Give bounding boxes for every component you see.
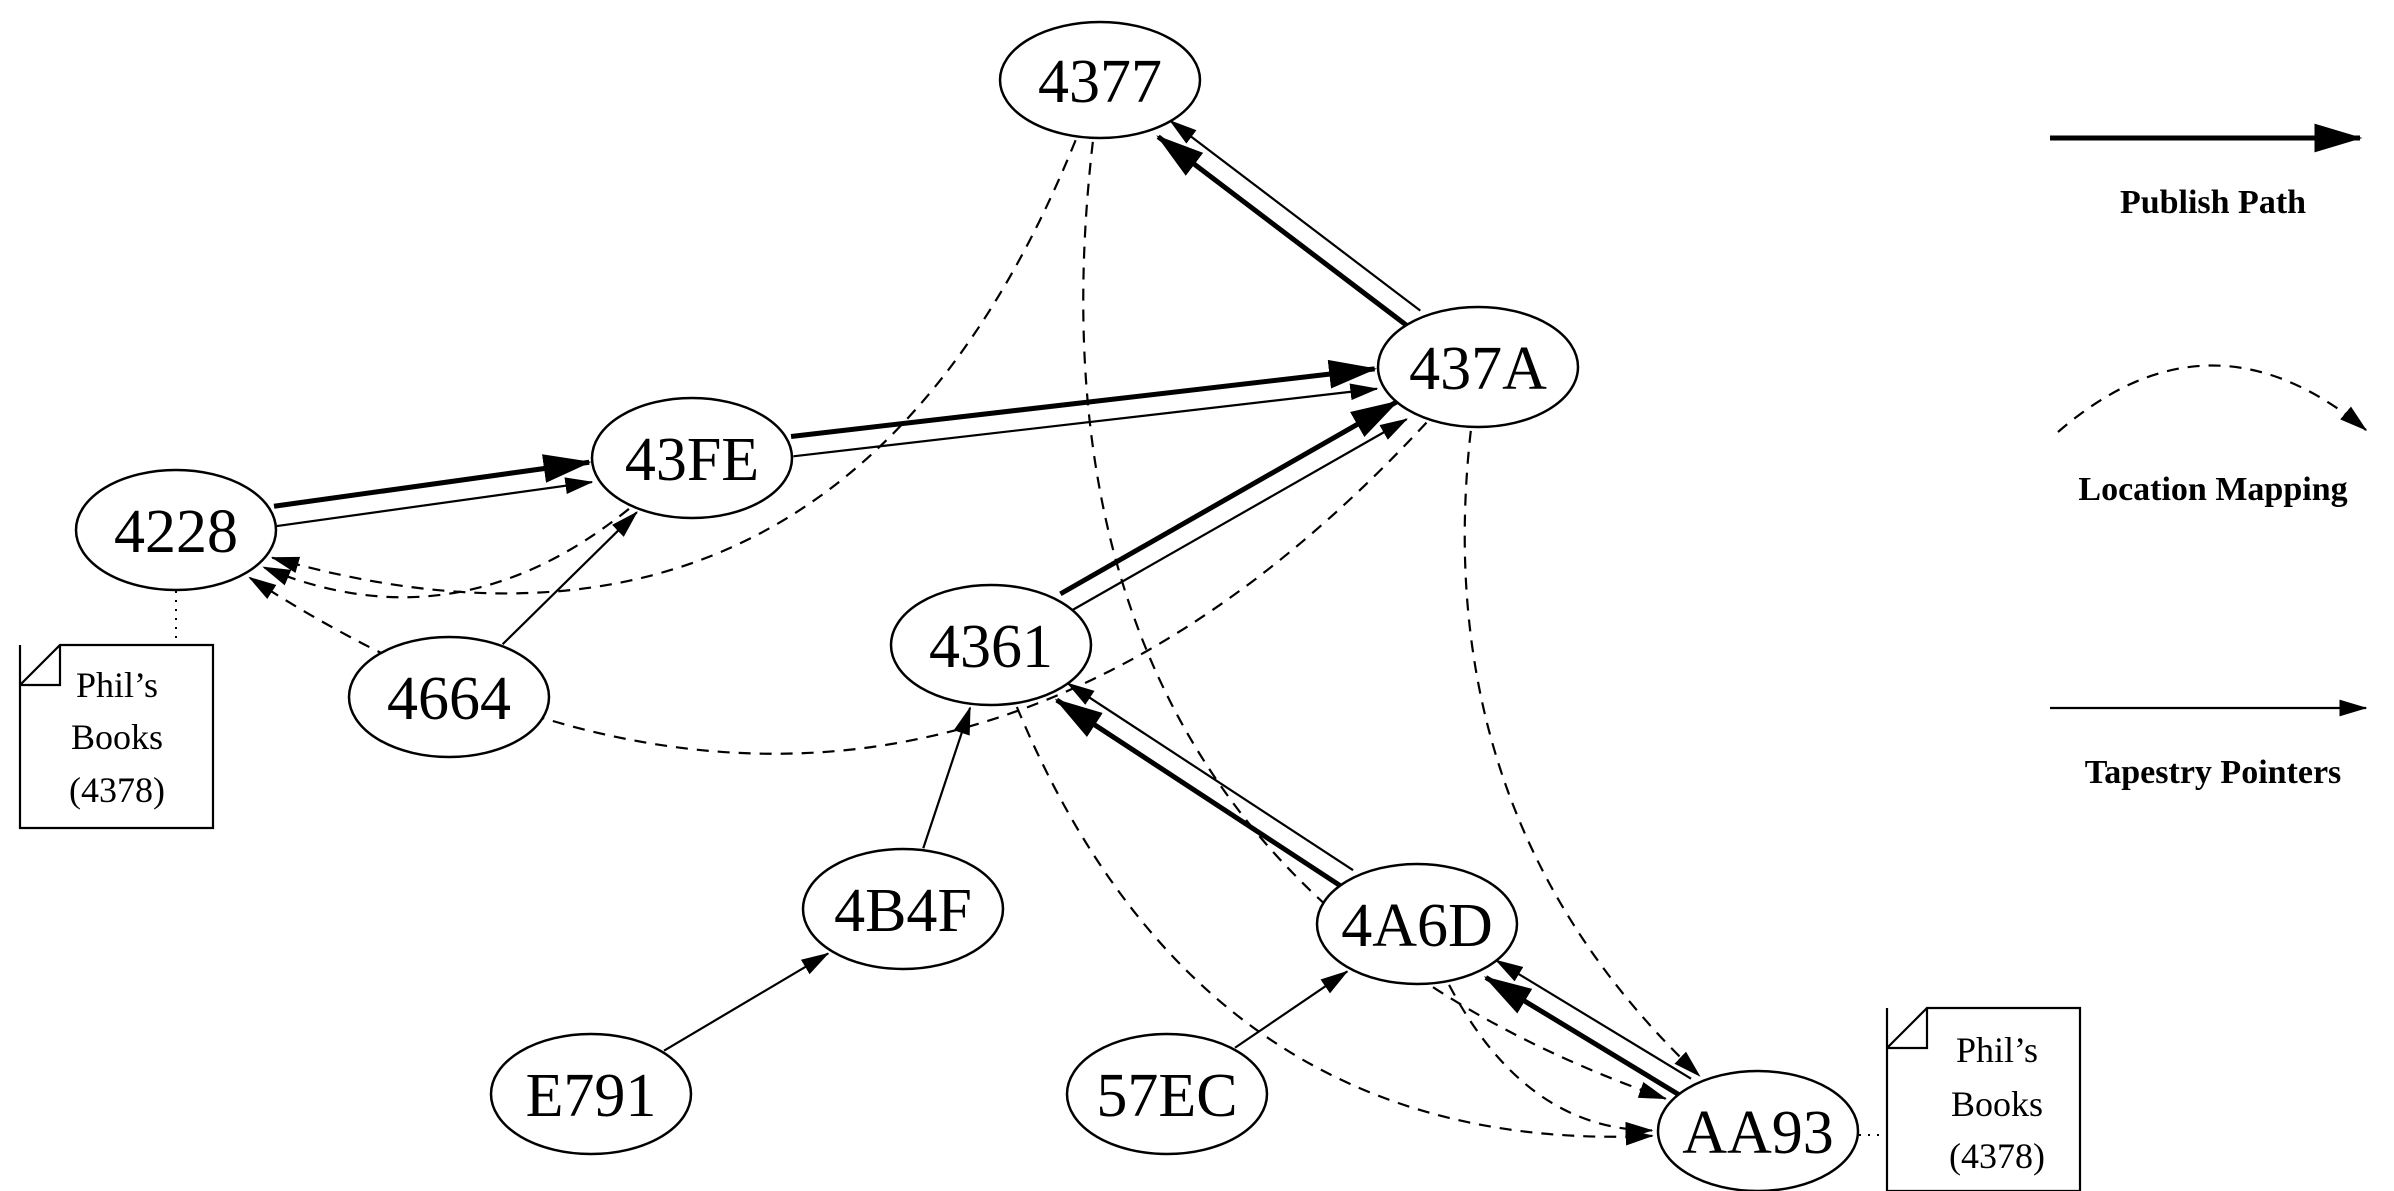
node-label: 57EC xyxy=(1096,1062,1237,1130)
node-ellipse xyxy=(889,583,1093,707)
document-line-3: (4378) xyxy=(1949,1136,2045,1176)
document-line-2: Books xyxy=(71,717,163,757)
edges-layer xyxy=(248,119,1701,1146)
nodes-layer: 4377 437A 43FE 4228 4664 4361 4B4F E791 4A6D 57EC… xyxy=(74,20,1860,1191)
document-phils-books-left: Phil’s Books (4378) xyxy=(18,643,215,830)
node-57EC: 57EC xyxy=(1065,1032,1269,1156)
node-ellipse xyxy=(1065,1032,1269,1156)
legend: Publish Path Location Mapping Tapestry P… xyxy=(2050,123,2368,791)
document-line-1: Phil’s xyxy=(1956,1030,2038,1070)
legend-mapping-arrow xyxy=(2057,364,2368,433)
tapestry-pointer-E791-to-4B4F xyxy=(663,952,830,1052)
node-label: 4228 xyxy=(114,498,238,566)
tapestry-pointer-4B4F-to-4361 xyxy=(922,706,972,849)
location-mapping-43FE-to-4228 xyxy=(262,508,630,599)
node-ellipse xyxy=(1376,305,1580,429)
tapestry-pointer-4A6D-to-4361 xyxy=(1066,682,1354,872)
node-ellipse xyxy=(590,396,794,520)
node-4B4F: 4B4F xyxy=(801,847,1005,971)
node-43FE: 43FE xyxy=(590,396,794,520)
node-label: 437A xyxy=(1409,335,1547,403)
node-ellipse xyxy=(347,635,551,759)
node-4377: 4377 xyxy=(998,20,1202,140)
node-label: 4A6D xyxy=(1341,892,1493,960)
publish-path-4228-to-43FE xyxy=(273,454,592,509)
legend-tapestry-label: Tapestry Pointers xyxy=(2085,754,2342,791)
node-label: E791 xyxy=(526,1062,657,1130)
node-ellipse xyxy=(1656,1069,1860,1191)
publish-path-4361-to-437A xyxy=(1059,399,1399,597)
node-437A: 437A xyxy=(1376,305,1580,429)
node-4361: 4361 xyxy=(889,583,1093,707)
node-ellipse xyxy=(74,468,278,592)
node-E791: E791 xyxy=(489,1032,693,1156)
node-ellipse xyxy=(1315,862,1519,986)
legend-tapestry-pointers: Tapestry Pointers xyxy=(2050,699,2368,791)
tapestry-pointer-AA93-to-4A6D xyxy=(1495,959,1692,1080)
node-label: 43FE xyxy=(625,426,759,494)
publish-path-437A-to-4377 xyxy=(1156,134,1410,329)
tapestry-pointer-4664-to-43FE xyxy=(501,511,638,646)
node-4664: 4664 xyxy=(347,635,551,759)
location-mapping-437A-to-AA93 xyxy=(1463,430,1701,1077)
node-4A6D: 4A6D xyxy=(1315,862,1519,986)
node-label: 4664 xyxy=(387,665,511,733)
tapestry-pointer-4361-to-437A xyxy=(1069,418,1408,613)
document-phils-books-right: Phil’s Books (4378) xyxy=(1885,1006,2082,1191)
document-icon xyxy=(1885,1006,2082,1191)
document-line-3: (4378) xyxy=(69,770,165,810)
publish-path-AA93-to-4A6D xyxy=(1483,975,1682,1098)
tapestry-pointer-437A-to-4377 xyxy=(1169,119,1421,312)
legend-location-mapping: Location Mapping xyxy=(2057,364,2368,508)
node-4228: 4228 xyxy=(74,468,278,592)
node-label: AA93 xyxy=(1682,1099,1834,1167)
location-mapping-4361-to-AA93 xyxy=(1015,706,1654,1146)
tapestry-pointer-43FE-to-437A xyxy=(793,383,1379,458)
node-label: 4377 xyxy=(1038,48,1162,116)
publish-path-43FE-to-437A xyxy=(790,359,1378,439)
publish-path-4A6D-to-4361 xyxy=(1054,697,1344,890)
node-label: 4B4F xyxy=(834,877,972,945)
legend-mapping-label: Location Mapping xyxy=(2078,471,2347,508)
legend-publish-path: Publish Path xyxy=(2050,123,2363,221)
document-icon xyxy=(18,643,215,830)
legend-publish-label: Publish Path xyxy=(2120,184,2306,221)
node-ellipse xyxy=(801,847,1005,971)
location-mapping-4A6D-to-AA93 xyxy=(1448,984,1654,1139)
node-label: 4361 xyxy=(929,613,1053,681)
tapestry-pointer-4228-to-43FE xyxy=(276,477,594,528)
node-ellipse xyxy=(998,20,1202,140)
node-ellipse xyxy=(489,1032,693,1156)
document-line-1: Phil’s xyxy=(76,665,158,705)
location-mapping-4377-to-4228 xyxy=(270,139,1077,595)
tapestry-pointer-57EC-to-4A6D xyxy=(1234,970,1349,1049)
node-AA93: AA93 xyxy=(1656,1069,1860,1191)
document-line-2: Books xyxy=(1951,1084,2043,1124)
